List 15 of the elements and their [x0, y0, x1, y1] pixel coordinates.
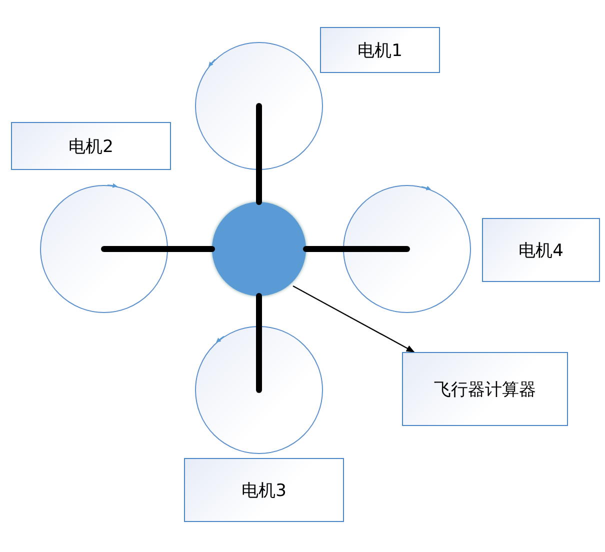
hub-circle: [212, 202, 306, 296]
motor-label: 电机4: [518, 240, 564, 262]
motor-label: 电机3: [242, 480, 286, 502]
motor-label: 电机1: [358, 40, 402, 62]
arm-line: [303, 246, 410, 252]
label-box: [402, 352, 568, 426]
arm-line: [256, 103, 262, 205]
label-box: [320, 27, 440, 73]
motor-label: 飞行器计算器: [434, 378, 536, 400]
label-box: [11, 122, 171, 170]
label-box: [184, 458, 344, 522]
arrow: [292, 285, 415, 353]
label-box: [482, 218, 600, 282]
motor-label: 电机2: [68, 136, 114, 158]
arm-line: [101, 246, 215, 252]
